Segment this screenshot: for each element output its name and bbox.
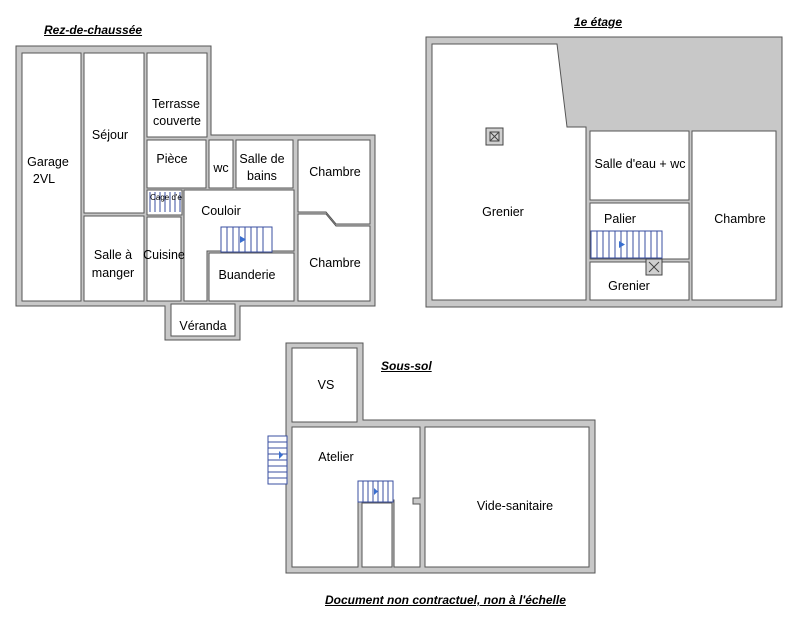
label-vs: VS [318,378,335,392]
room-salle-de-bains [235,139,294,189]
room-buanderie [208,252,295,302]
room-salle-eau [589,130,690,201]
label-sejour: Séjour [92,128,128,142]
hatch-icon [645,258,663,276]
label-chambre-2: Chambre [309,256,360,270]
label-salle-eau: Salle d'eau + wc [595,157,686,171]
label-salle-de-bains-line1: Salle de [239,152,284,166]
label-grenier-small: Grenier [608,279,650,293]
label-terrasse-line1: Terrasse [152,97,200,111]
ground-floor-title: Rez-de-chaussée [44,23,143,37]
hatch-icon [485,127,504,146]
label-cuisine: Cuisine [143,248,185,262]
label-salle-de-bains-line2: bains [247,169,277,183]
basement-stair-well [361,502,393,568]
room-cuisine [146,216,182,302]
label-chambre-1: Chambre [309,165,360,179]
label-salle-a-manger-line1: Salle à [94,248,132,262]
label-chambre-first: Chambre [714,212,765,226]
label-terrasse-line2: couverte [153,114,201,128]
label-garage-line1: Garage [27,155,69,169]
basement-staircase [357,480,394,503]
room-grenier-main [431,43,587,301]
room-sejour [83,52,145,214]
first-floor-title: 1e étage [574,15,623,29]
basement-title: Sous-sol [381,359,432,373]
room-terrasse [146,52,208,138]
room-atelier [291,426,421,568]
first-floor-plan: Grenier Salle d'eau + wc Palier Chambre … [425,36,783,308]
cage-staircase [149,192,181,212]
room-grenier-small [589,261,690,301]
label-cage: Cage d'e [150,193,182,202]
room-salle-a-manger [83,215,145,302]
basement-plan: VS Atelier Vide-sanitaire [267,342,596,574]
ground-floor-plan: Garage 2VL Séjour Terrasse couverte Pièc… [15,45,376,341]
room-chambre-1 [297,139,371,225]
label-buanderie: Buanderie [219,268,276,282]
label-palier: Palier [604,212,636,226]
label-couloir: Couloir [201,204,241,218]
disclaimer-text: Document non contractuel, non à l'échell… [325,593,566,607]
room-garage [21,52,82,302]
ground-floor-staircase [220,226,273,253]
room-chambre-first [691,130,777,301]
room-vs [291,347,358,423]
room-wc [208,139,234,189]
label-wc: wc [212,161,228,175]
room-veranda [170,303,236,337]
room-vide-sanitaire [424,426,590,568]
label-piece: Pièce [156,152,187,166]
label-garage-line2: 2VL [33,172,55,186]
label-vide-sanitaire: Vide-sanitaire [477,499,553,513]
exterior-staircase [267,435,288,485]
first-floor-staircase [590,230,663,259]
room-piece [146,139,207,189]
room-chambre-2 [297,213,371,302]
label-salle-a-manger-line2: manger [92,266,134,280]
label-atelier: Atelier [318,450,353,464]
label-veranda: Véranda [179,319,226,333]
label-grenier-main: Grenier [482,205,524,219]
